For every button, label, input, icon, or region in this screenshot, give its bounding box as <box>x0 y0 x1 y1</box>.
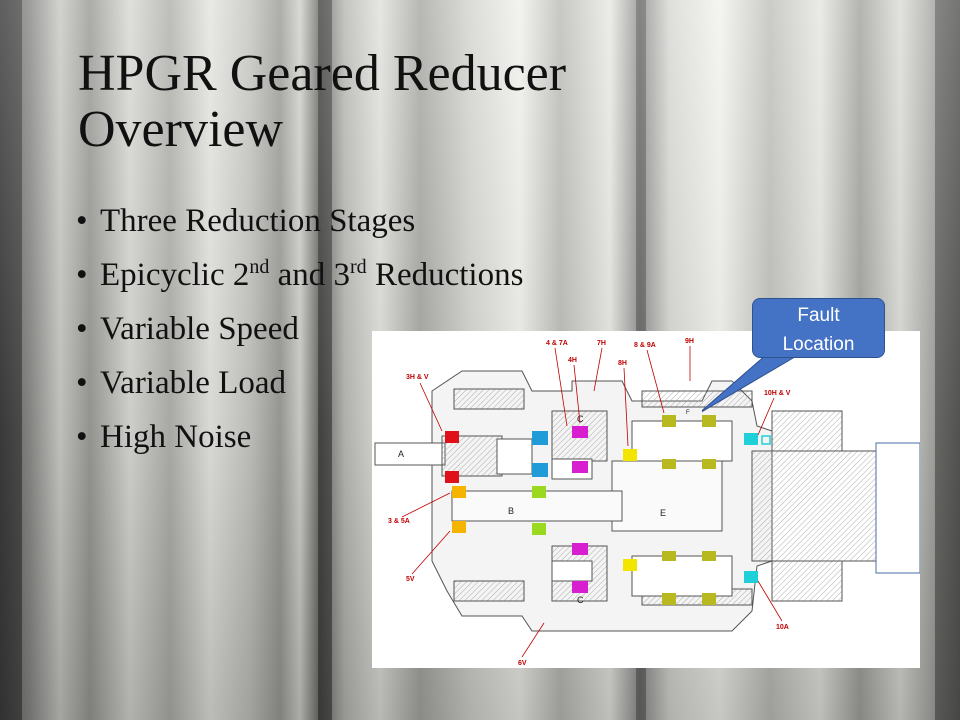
callout-line-1: Fault <box>797 305 840 326</box>
svg-text:3 & 5A: 3 & 5A <box>388 518 410 525</box>
svg-text:3H & V: 3H & V <box>406 374 429 381</box>
svg-text:8H: 8H <box>618 360 627 367</box>
svg-text:7H: 7H <box>597 340 606 347</box>
part-a-label: A <box>398 449 404 459</box>
svg-text:10H & V: 10H & V <box>764 390 791 397</box>
callout-line-2: Location <box>782 334 855 355</box>
slide-title: HPGR Geared Reducer Overview <box>78 45 567 158</box>
svg-text:9H: 9H <box>685 338 694 345</box>
bullet-item: •Variable Load <box>76 365 286 401</box>
part-c-bottom-label: C <box>577 595 584 605</box>
svg-text:6V: 6V <box>518 660 527 667</box>
leader-arrows <box>401 346 783 658</box>
part-b-label: B <box>508 506 514 516</box>
fault-location-callout: Fault Location <box>702 298 887 413</box>
part-f-label: F <box>686 410 690 416</box>
svg-text:10A: 10A <box>776 624 789 631</box>
bearing-markers <box>445 415 771 605</box>
bullet-item: •Epicyclic 2nd and 3rd Reductions <box>76 256 524 293</box>
bullet-item: •Three Reduction Stages <box>76 203 416 239</box>
bearing-labels: 3H & V 4 & 7A 4H 7H 8 & 9A 8H 9H 10H & V… <box>388 338 791 667</box>
bullet-item: •Variable Speed <box>76 311 299 347</box>
svg-text:8 & 9A: 8 & 9A <box>634 342 656 349</box>
bullet-item: •High Noise <box>76 419 252 455</box>
shaft-a <box>374 442 446 466</box>
part-e-label: E <box>660 508 666 518</box>
svg-text:4H: 4H <box>568 357 577 364</box>
bullet-list: •Three Reduction Stages •Epicyclic 2nd a… <box>76 194 523 464</box>
svg-text:5V: 5V <box>406 576 415 583</box>
gearbox-diagram: A B C C E F 3H & V 4 & 7A 4H 7H 8 & 9A 8… <box>372 331 920 668</box>
part-c-top-label: C <box>577 414 584 424</box>
svg-text:4 & 7A: 4 & 7A <box>546 340 568 347</box>
